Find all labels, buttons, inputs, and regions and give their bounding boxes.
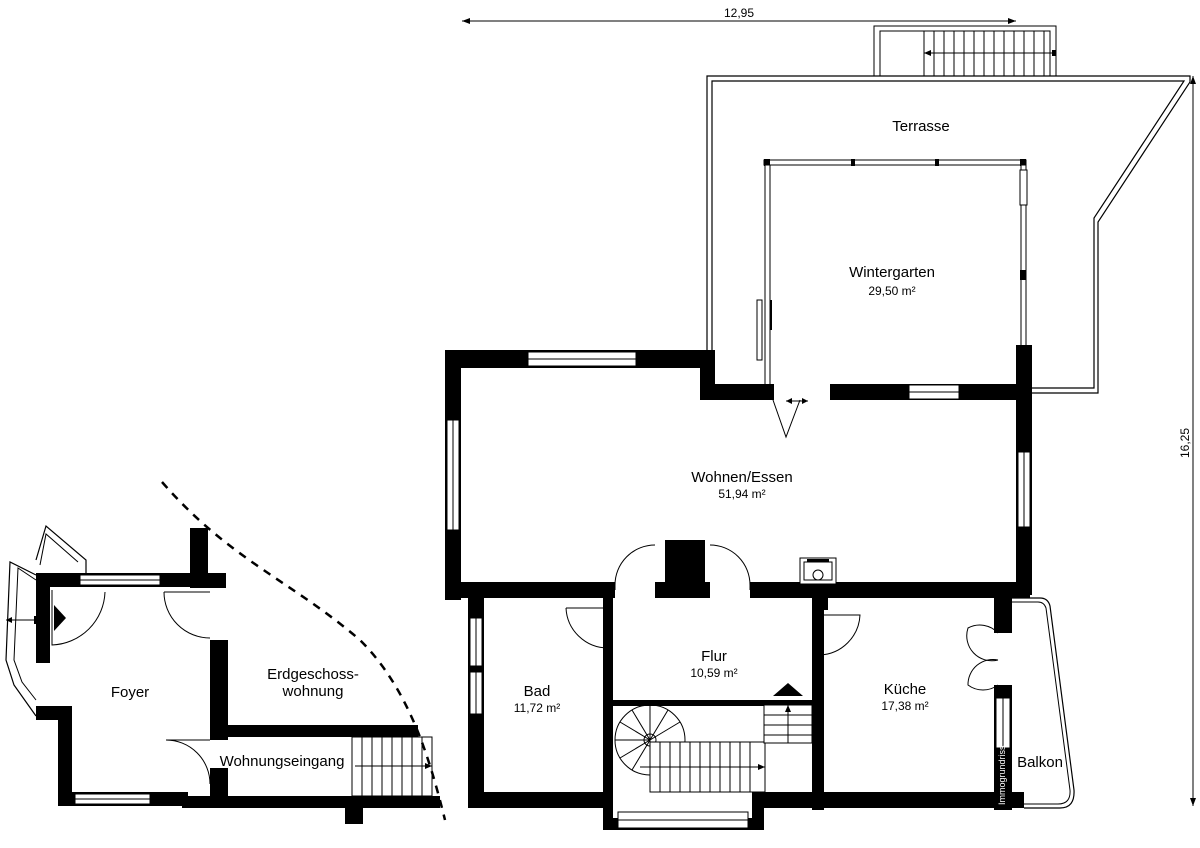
wohnungseingang-label: Wohnungseingang [220,753,345,770]
kueche-area: 17,38 m² [881,699,928,713]
foyer-bay [5,524,87,717]
wintergarten-label: Wintergarten [849,264,935,281]
erdgeschoss-label-line1: Erdgeschoss- [267,666,359,683]
erdgeschoss-label-line2: wohnung [282,683,344,700]
wohnen-label: Wohnen/Essen [691,469,792,486]
wintergarten-area: 29,50 m² [868,284,915,298]
entrance-stairs [351,736,433,797]
flur-area: 10,59 m² [690,666,737,680]
watermark-text: Immogrundriss [997,745,1007,805]
left-windows [74,574,161,805]
height-label: 16,25 [1178,428,1192,458]
bad-area: 11,72 m² [514,701,560,715]
main-windows [446,351,1031,829]
main-doors [565,384,999,691]
dimension-height: 16,25 [1178,76,1196,806]
bad-label: Bad [524,683,551,700]
foyer-door [51,590,211,785]
foyer-label: Foyer [111,684,149,701]
wohnen-area: 51,94 m² [718,487,765,501]
balkon-outline [1012,597,1075,809]
property-boundary [161,481,447,821]
balkon-label: Balkon [1017,754,1063,771]
flur-stairs [614,683,813,793]
kueche-label: Küche [884,681,927,698]
terrasse-stairs [923,31,1056,76]
terrasse-outline [706,25,1191,394]
width-label: 12,95 [724,6,754,20]
terrasse-label: Terrasse [892,118,950,135]
flur-label: Flur [701,648,727,665]
stove-icon [799,557,837,585]
dimension-width: 12,95 [462,6,1016,24]
